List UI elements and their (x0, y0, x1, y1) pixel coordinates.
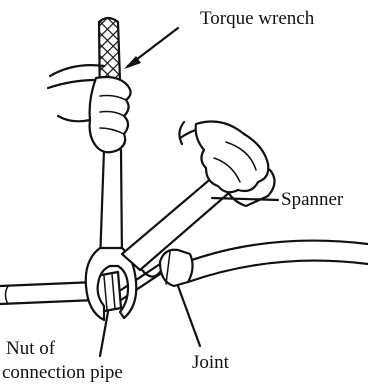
torque-wrench-arrow (124, 28, 178, 69)
hand-spanner (179, 122, 268, 193)
joint-leader (178, 286, 200, 346)
hand-torque-wrench (48, 65, 131, 152)
label-nut-line2: connection pipe (2, 362, 123, 383)
torque-wrench-shaft (100, 150, 122, 262)
label-spanner: Spanner (281, 189, 344, 210)
label-nut-line1: Nut of (6, 338, 56, 359)
outgoing-pipe (186, 241, 368, 282)
connection-pipe (0, 282, 96, 304)
label-joint: Joint (192, 352, 230, 373)
label-torque-wrench: Torque wrench (200, 8, 315, 29)
